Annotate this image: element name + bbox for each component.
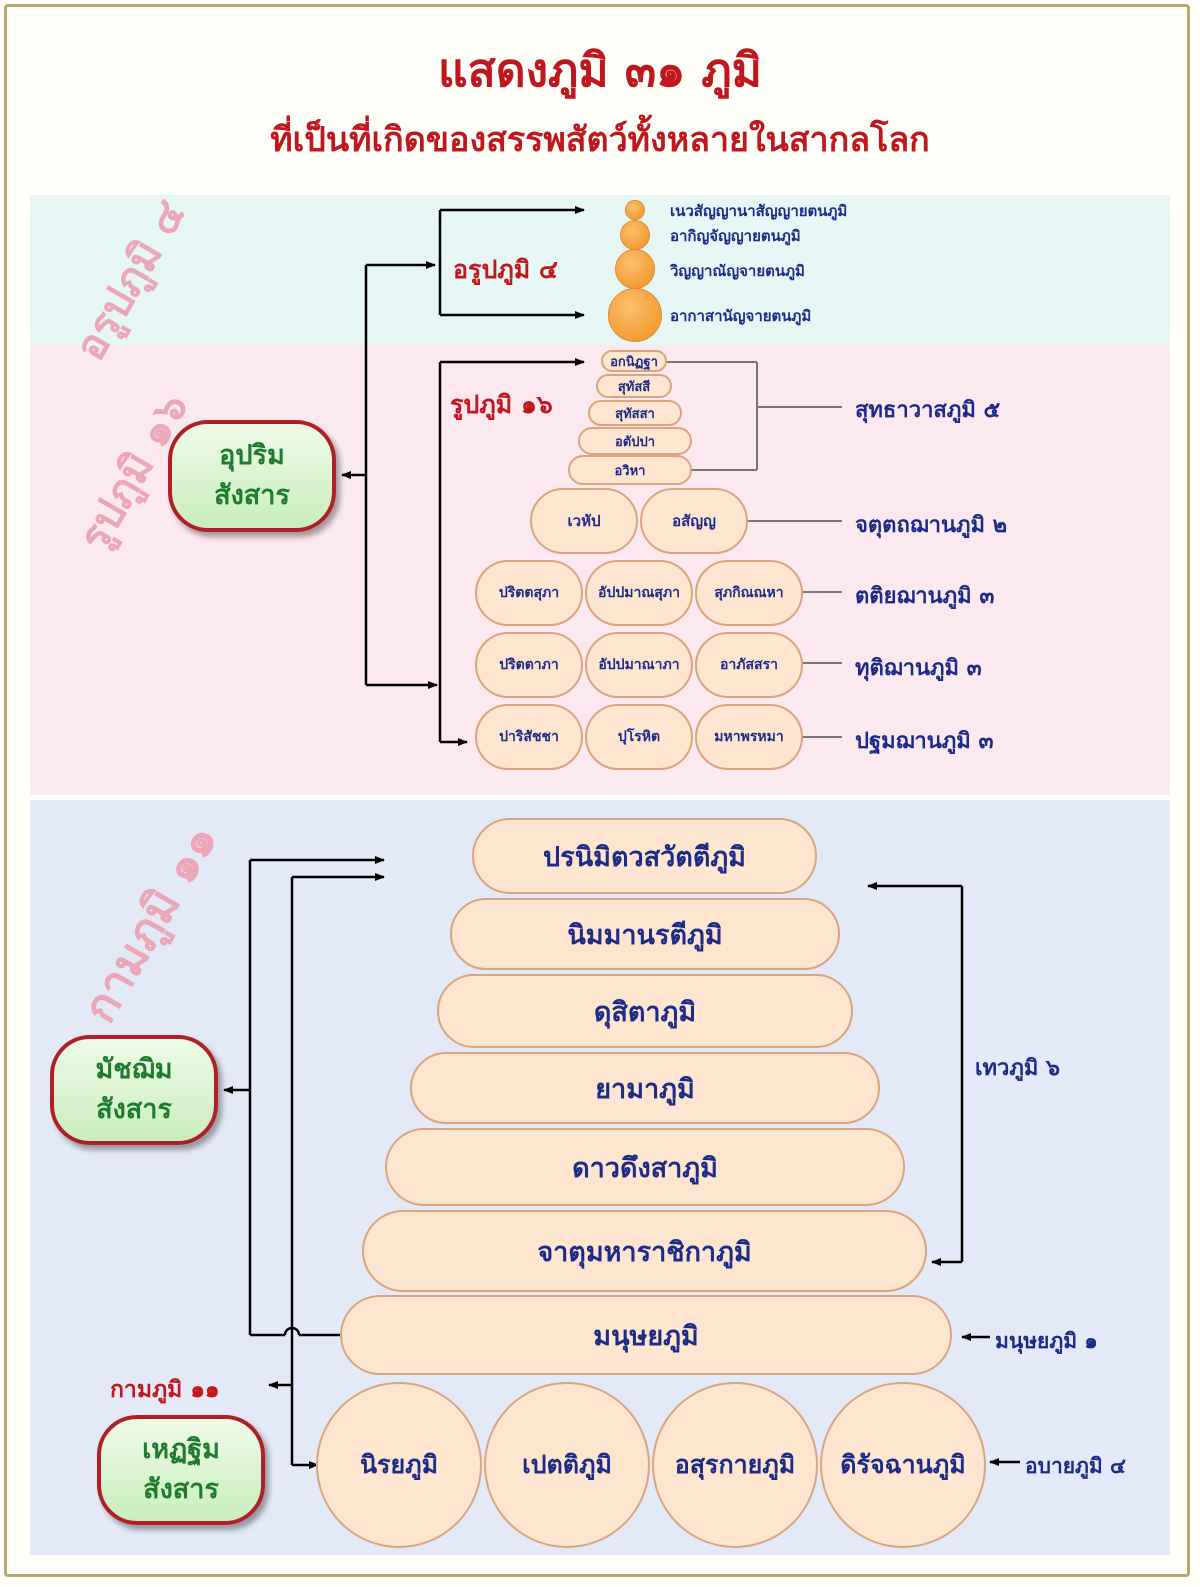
arupa-sphere-3 bbox=[615, 249, 655, 289]
second-jhana-label: ทุติฌานภูมิ ๓ bbox=[855, 656, 982, 681]
arupa-sphere-2 bbox=[620, 220, 650, 250]
suddhavasa-3: สุทัสสา bbox=[588, 400, 682, 426]
suddhavasa-4: อตัปปา bbox=[578, 427, 692, 455]
upper-samsara-box: อุปริม สังสาร bbox=[168, 420, 336, 532]
middle-samsara-box: มัชฌิม สังสาร bbox=[50, 1035, 218, 1145]
middle-samsara-line1: มัชฌิม bbox=[95, 1054, 173, 1085]
lower-samsara-line1: เหฏฐิม bbox=[142, 1434, 220, 1465]
suddhavasa-label: สุทธาวาสภูมิ ๕ bbox=[855, 398, 1001, 423]
deva-level-1: ปรนิมิตวสวัตตีภูมิ bbox=[472, 818, 817, 894]
upper-samsara-line1: อุปริม bbox=[219, 440, 285, 471]
third-jhana-2: อัปปมาณสุภา bbox=[585, 560, 693, 626]
first-jhana-label: ปฐมฌานภูมิ ๓ bbox=[855, 729, 994, 754]
human-level: มนุษยภูมิ bbox=[340, 1295, 952, 1375]
second-jhana-1: ปริตตาภา bbox=[475, 632, 583, 698]
deva-level-3: ดุสิตาภูมิ bbox=[437, 974, 853, 1048]
second-jhana-3: อาภัสสรา bbox=[695, 632, 803, 698]
suddhavasa-1: อกนิฏฐา bbox=[601, 350, 667, 372]
deva-level-2: นิมมานรตีภูมิ bbox=[450, 898, 840, 970]
outer-frame bbox=[4, 4, 1190, 1577]
suddhavasa-2: สุทัสสี bbox=[596, 374, 672, 398]
deva-level-5: ดาวดึงสาภูมิ bbox=[385, 1128, 905, 1206]
first-jhana-1: ปาริสัชชา bbox=[475, 704, 583, 770]
fourth-jhana-label: จตุตถฌานภูมิ ๒ bbox=[855, 513, 1008, 538]
arupa-sphere-1 bbox=[625, 200, 645, 220]
deva-level-6: จาตุมหาราชิกาภูมิ bbox=[362, 1210, 927, 1292]
third-jhana-label: ตติยฌานภูมิ ๓ bbox=[855, 584, 995, 609]
second-jhana-2: อัปปมาณาภา bbox=[585, 632, 693, 698]
main-title: แสดงภูมิ ๓๑ ภูมิ bbox=[437, 43, 763, 97]
arupa-sphere-4 bbox=[608, 288, 662, 342]
arupa-level-2: อากิญจัญญายตนภูมิ bbox=[670, 227, 801, 245]
fourth-jhana-2: อสัญญ bbox=[640, 488, 748, 554]
arupa-group-label: อรูปภูมิ ๔ bbox=[453, 255, 558, 284]
lower-samsara-line2: สังสาร bbox=[143, 1474, 219, 1505]
third-jhana-1: ปริตตสุภา bbox=[475, 560, 583, 626]
apaya-4: ดิรัจฉานภูมิ bbox=[820, 1382, 986, 1548]
arupa-level-1: เนวสัญญานาสัญญายตนภูมิ bbox=[670, 202, 848, 220]
arupa-level-3: วิญญาณัญจายตนภูมิ bbox=[670, 262, 805, 280]
apaya-label: อบายภูมิ ๔ bbox=[1025, 1454, 1126, 1478]
subtitle: ที่เป็นที่เกิดของสรรพสัตว์ทั้งหลายในสากล… bbox=[270, 120, 930, 160]
upper-samsara-line2: สังสาร bbox=[214, 480, 290, 511]
deva-label: เทวภูมิ ๖ bbox=[975, 1056, 1061, 1081]
fourth-jhana-1: เวหัป bbox=[530, 488, 638, 554]
apaya-3: อสุรกายภูมิ bbox=[652, 1382, 818, 1548]
suddhavasa-5: อวิหา bbox=[568, 455, 692, 485]
apaya-1: นิรยภูมิ bbox=[316, 1382, 482, 1548]
arupa-level-4: อากาสานัญจายตนภูมิ bbox=[670, 307, 812, 325]
first-jhana-3: มหาพรหมา bbox=[695, 704, 803, 770]
arupa-band bbox=[30, 195, 1170, 345]
middle-samsara-line2: สังสาร bbox=[96, 1094, 172, 1125]
third-jhana-3: สุภกิณณหา bbox=[695, 560, 803, 626]
first-jhana-2: ปุโรหิต bbox=[585, 704, 693, 770]
human-label: มนุษยภูมิ ๑ bbox=[995, 1329, 1098, 1353]
deva-level-4: ยามาภูมิ bbox=[410, 1052, 880, 1124]
kama-group-label: กามภูมิ ๑๑ bbox=[110, 1377, 220, 1403]
rupa-group-label: รูปภูมิ ๑๖ bbox=[450, 390, 553, 419]
lower-samsara-box: เหฏฐิม สังสาร bbox=[97, 1415, 265, 1525]
apaya-2: เปตติภูมิ bbox=[484, 1382, 650, 1548]
